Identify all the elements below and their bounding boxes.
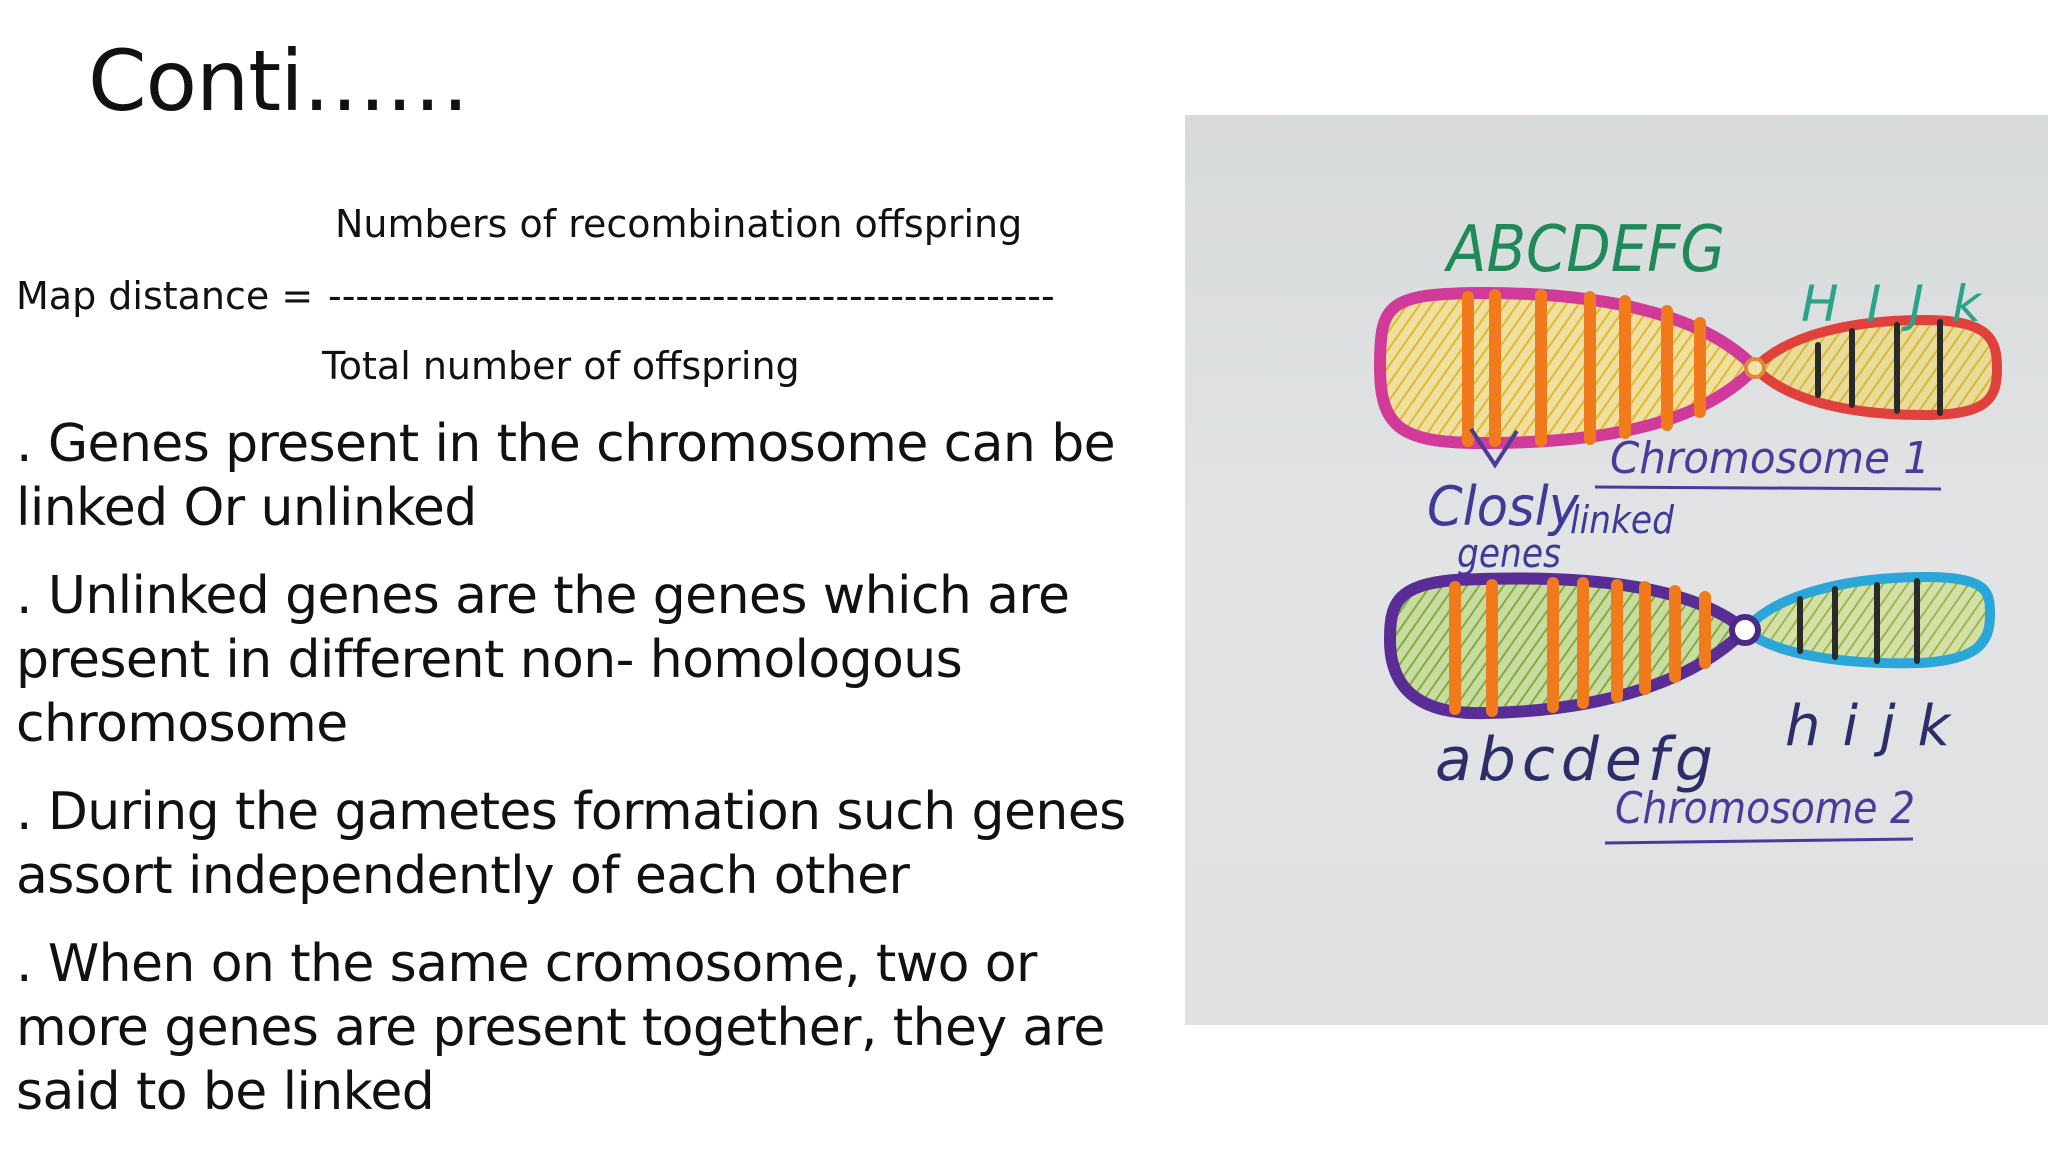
annotation-linked: linked <box>1570 498 1675 542</box>
chromosome-1-left-bands <box>1462 289 1706 447</box>
chromosome-2-genes-right: h i j k <box>1785 694 1953 759</box>
chromosome-diagram-photo: ABCDEFG HIJk Chromosome 1 Closly linked … <box>1185 115 2048 1025</box>
bullet-item: . Unlinked genes are the genes which are… <box>16 566 1070 754</box>
bullet-item: . Genes present in the chromosome can be… <box>16 414 1116 538</box>
centromere-1 <box>1744 357 1766 379</box>
chromosome-2-left-bands <box>1449 577 1711 717</box>
formula-numerator: Numbers of recombination offspring <box>335 202 1023 246</box>
annotation-pointer <box>1469 427 1519 469</box>
chromosome-diagram: ABCDEFG HIJk Chromosome 1 Closly linked … <box>1374 213 2002 845</box>
formula-lhs: Map distance = <box>16 274 314 318</box>
chromosome-1-genes-upper: ABCDEFG <box>1443 213 1725 287</box>
chromosome-2-right-bands <box>1797 578 1920 664</box>
bullet-list: . Genes present in the chromosome can be… <box>16 412 1176 1148</box>
annotation-genes: genes <box>1457 531 1561 577</box>
chromosome-1 <box>1374 287 2002 449</box>
chromosome-2-label: Chromosome 2 <box>1615 783 1915 834</box>
bullet-item: . During the gametes formation such gene… <box>16 782 1126 906</box>
chromosome-1-underline <box>1594 485 1942 491</box>
chromosome-2-underline <box>1604 837 1914 845</box>
centromere-2 <box>1729 614 1761 646</box>
chromosome-2-genes-left: a b c d e f g <box>1435 725 1713 795</box>
formula-divider: ----------------------------------------… <box>328 274 1055 318</box>
chromosome-1-right-arm <box>1750 315 2002 420</box>
formula-denominator: Total number of offspring <box>322 344 800 388</box>
chromosome-1-label: Chromosome 1 <box>1610 433 1930 484</box>
chromosome-2-right-arm <box>1740 572 1995 669</box>
bullet-item: . When on the same cromosome, two or mor… <box>16 934 1105 1122</box>
slide-title: Conti…… <box>88 32 470 130</box>
annotation-closely: Closly <box>1427 475 1580 538</box>
chromosome-1-right-bands <box>1815 319 1943 416</box>
chromosome-2-left-arm <box>1384 572 1751 720</box>
chromosome-2 <box>1384 572 1995 720</box>
